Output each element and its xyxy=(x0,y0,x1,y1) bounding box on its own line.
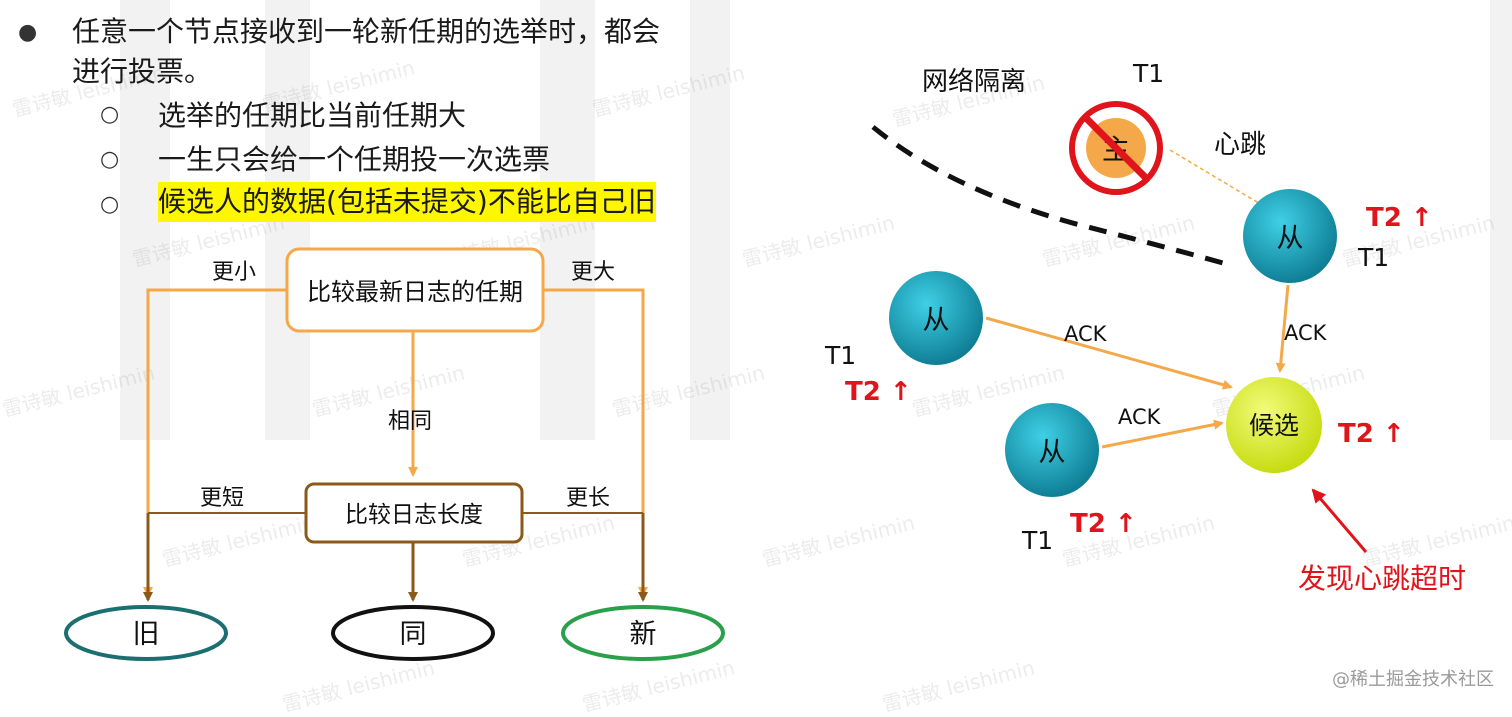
network-partition-label: 网络隔离 xyxy=(922,67,1026,97)
result-old-ellipse xyxy=(64,605,228,661)
background-stripe xyxy=(690,0,730,440)
follower-top-new-term: T2 ↑ xyxy=(1366,203,1433,233)
follower-top-term: T1 xyxy=(1357,243,1389,272)
partition-dashed-line xyxy=(871,125,1231,268)
candidate-node xyxy=(1226,377,1322,473)
leader-term-label: T1 xyxy=(1132,59,1164,88)
ack-label-left: ACK xyxy=(1064,322,1108,346)
heartbeat-label: 心跳 xyxy=(1214,130,1266,160)
result-same-label: 同 xyxy=(400,619,427,650)
compare-length-label: 比较日志长度 xyxy=(345,502,483,528)
bullet-main-line2: 进行投票。 xyxy=(72,55,213,88)
leader-forbidden-icon: 主 xyxy=(1069,101,1163,195)
ack-label-bottom: ACK xyxy=(1118,405,1162,429)
sub-bullet-circle-icon: ○ xyxy=(100,192,120,217)
sub-bullet-3-highlighted: 候选人的数据(包括未提交)不能比自己旧 xyxy=(158,182,656,222)
sub-bullet-1: 选举的任期比当前任期大 xyxy=(158,99,467,132)
ack-arrow-left xyxy=(985,316,1233,390)
ack-arrow-top xyxy=(1275,284,1290,373)
shorter-label: 更短 xyxy=(200,486,244,511)
compare-term-label: 比较最新日志的任期 xyxy=(307,278,523,306)
follower-bottom-new-term: T2 ↑ xyxy=(1070,509,1137,539)
sub-bullet-circle-icon: ○ xyxy=(100,102,120,127)
larger-label: 更大 xyxy=(571,260,615,285)
timeout-arrow xyxy=(1311,488,1368,553)
follower-node-top xyxy=(1243,189,1337,283)
follower-bottom-glyph: 从 xyxy=(1039,437,1066,468)
sub-bullet-2: 一生只会给一个任期投一次选票 xyxy=(158,143,551,176)
result-new-label: 新 xyxy=(630,619,657,650)
ack-arrow-bottom xyxy=(1101,419,1224,449)
same-label: 相同 xyxy=(388,409,432,434)
result-same-ellipse xyxy=(331,605,495,661)
smaller-branch-line xyxy=(143,288,287,597)
follower-node-bottom xyxy=(1005,403,1099,497)
follower-bottom-term: T1 xyxy=(1021,526,1053,555)
ack-label-top: ACK xyxy=(1284,321,1328,345)
timeout-note: 发现心跳超时 xyxy=(1298,562,1466,595)
result-old-label: 旧 xyxy=(133,619,160,650)
result-new-ellipse xyxy=(561,605,725,661)
larger-branch-line xyxy=(543,288,648,597)
diagram-canvas: 比较最新日志的任期 更小 更大 相同 比较日志长度 更短 更长 旧 同 新 网络… xyxy=(64,59,1466,661)
follower-node-left xyxy=(889,271,983,365)
candidate-new-term: T2 ↑ xyxy=(1338,419,1405,449)
longer-label: 更长 xyxy=(566,486,610,511)
footer-credit: @稀土掘金技术社区 xyxy=(1332,669,1494,690)
smaller-label: 更小 xyxy=(212,260,256,285)
follower-left-term: T1 xyxy=(824,341,856,370)
bullet-dot-icon: ● xyxy=(18,20,38,45)
bullet-main-line1: 任意一个节点接收到一轮新任期的选举时，都会 xyxy=(72,15,661,48)
candidate-label: 候选 xyxy=(1249,411,1299,440)
background-stripe xyxy=(1490,0,1512,440)
follower-left-new-term: T2 ↑ xyxy=(845,377,912,407)
heartbeat-line xyxy=(1169,149,1263,206)
follower-left-glyph: 从 xyxy=(923,305,950,336)
sub-bullet-circle-icon: ○ xyxy=(100,147,120,172)
follower-top-glyph: 从 xyxy=(1277,223,1304,254)
